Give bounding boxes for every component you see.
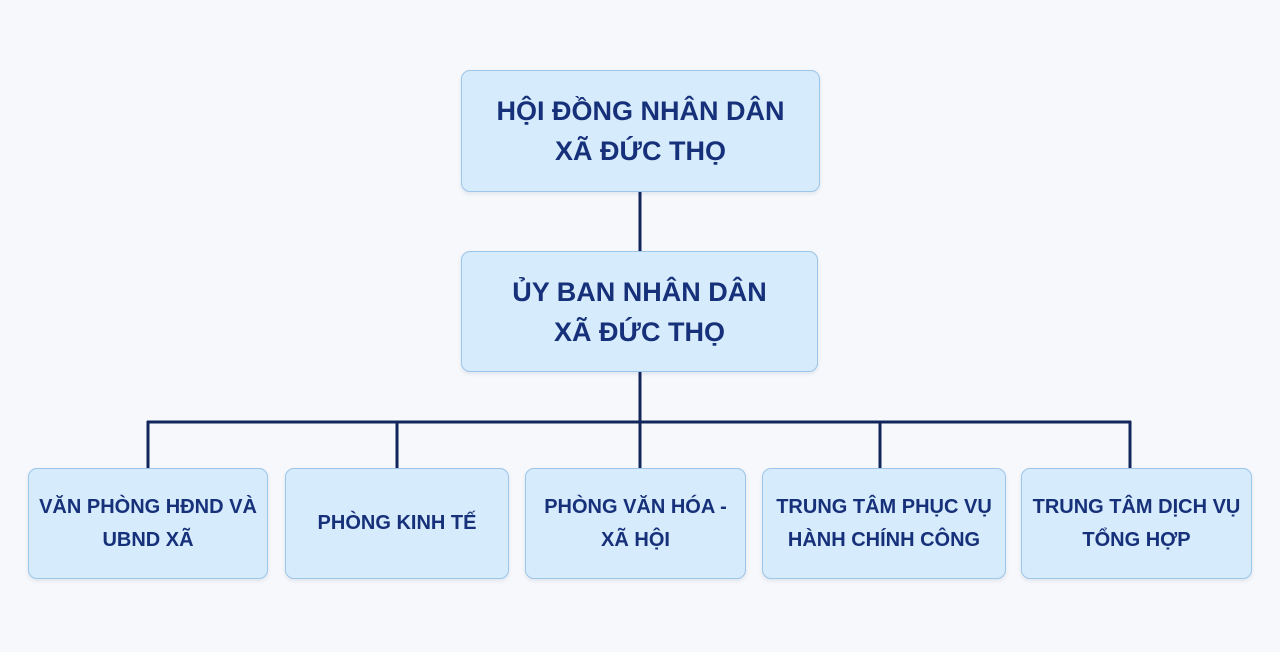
node-council-line2: XÃ ĐỨC THỌ [555,136,726,166]
node-dept-1-line2: UBND XÃ [102,528,194,551]
node-public-administration-center: TRUNG TÂM PHỤC VỤ HÀNH CHÍNH CÔNG [762,468,1006,579]
node-council-line1: HỘI ĐỒNG NHÂN DÂN [496,96,785,126]
node-dept-4-line1: TRUNG TÂM PHỤC VỤ [776,495,992,518]
node-committee-line1: ỦY BAN NHÂN DÂN [512,276,767,307]
node-office-council-committee: VĂN PHÒNG HĐND VÀ UBND XÃ [28,468,268,579]
node-council: HỘI ĐỒNG NHÂN DÂN XÃ ĐỨC THỌ [461,70,820,192]
node-economic-department: PHÒNG KINH TẾ [285,468,509,579]
node-dept-4-line2: HÀNH CHÍNH CÔNG [787,528,981,551]
node-dept-3-line1: PHÒNG VĂN HÓA - [544,495,727,518]
node-dept-5-line2: TỔNG HỢP [1082,528,1191,551]
node-dept-3-line2: XÃ HỘI [601,528,670,551]
node-committee-line2: XÃ ĐỨC THỌ [554,316,725,347]
node-dept-2-line1: PHÒNG KINH TẾ [317,512,477,534]
node-culture-society-department: PHÒNG VĂN HÓA - XÃ HỘI [525,468,746,579]
node-dept-5-line1: TRUNG TÂM DỊCH VỤ [1032,495,1241,518]
node-dept-1-line1: VĂN PHÒNG HĐND VÀ [39,495,257,518]
node-general-services-center: TRUNG TÂM DỊCH VỤ TỔNG HỢP [1021,468,1252,579]
node-committee: ỦY BAN NHÂN DÂN XÃ ĐỨC THỌ [461,251,818,372]
